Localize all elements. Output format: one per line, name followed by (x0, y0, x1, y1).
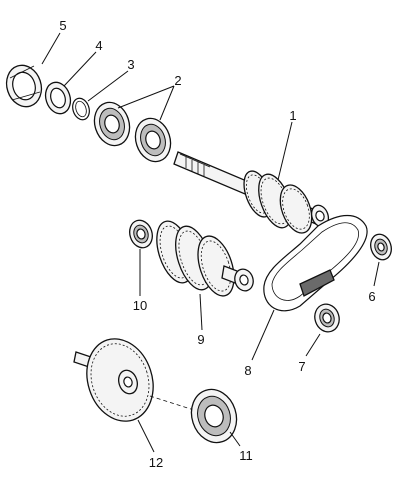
part-1-main-shaft (173, 151, 330, 234)
part-10-bearing (129, 219, 153, 249)
part-6-bearing (370, 233, 392, 261)
part-2-bearing-a (93, 101, 131, 147)
callout-1: 1 (289, 108, 296, 123)
callout-12: 12 (149, 455, 163, 470)
part-2-bearing-b (134, 117, 172, 163)
part-12-large-gear (73, 338, 154, 422)
callout-3: 3 (127, 57, 134, 72)
callout-10: 10 (133, 298, 147, 313)
part-5-oil-seal (5, 64, 43, 108)
part-9-countershaft-gear-cluster (156, 220, 254, 297)
callout-4: 4 (95, 38, 102, 53)
callout-7: 7 (298, 359, 305, 374)
callout-8: 8 (244, 363, 251, 378)
callout-9: 9 (197, 332, 204, 347)
part-4-collar (44, 81, 72, 115)
callout-6: 6 (368, 289, 375, 304)
leader-lines (41, 32, 380, 453)
part-3-o-ring (72, 97, 90, 121)
part-8-drive-chain (263, 214, 368, 312)
callout-5: 5 (59, 18, 66, 33)
part-7-bearing (314, 303, 340, 333)
callout-labels: 5 4 3 2 1 6 7 8 9 10 11 12 (59, 18, 375, 470)
part-11-bearing (149, 388, 238, 444)
callout-2: 2 (174, 73, 181, 88)
callout-11: 11 (239, 448, 253, 463)
